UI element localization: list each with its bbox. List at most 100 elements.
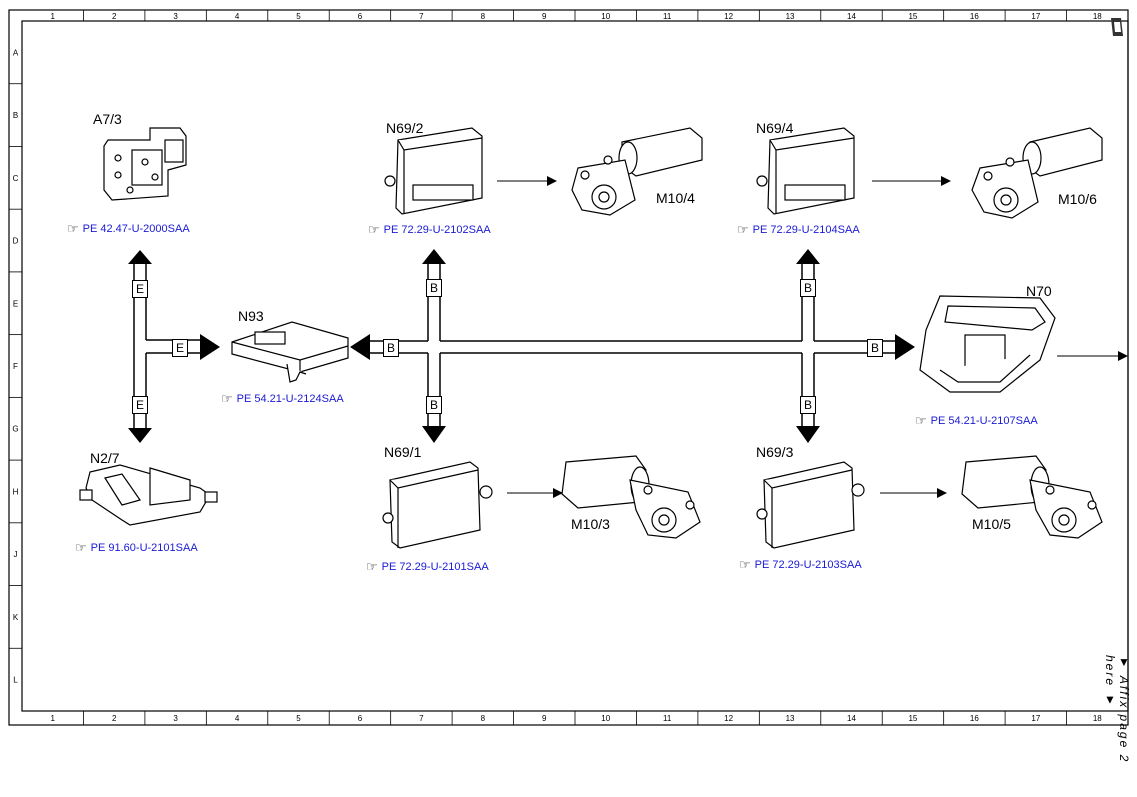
pointing-hand-icon: ☞: [366, 559, 378, 574]
label-n70: N70: [1026, 283, 1052, 299]
row-label: E: [13, 299, 18, 308]
column-label-bottom: 9: [542, 714, 547, 723]
row-label: B: [13, 111, 18, 120]
pointing-hand-icon: ☞: [739, 557, 751, 572]
column-label-bottom: 14: [847, 714, 856, 723]
affix-note: ▼ Affix page 2 here ▼: [1103, 655, 1131, 764]
bus-tag-e-lower: E: [132, 396, 148, 414]
column-label-top: 2: [112, 12, 117, 21]
column-label-bottom: 7: [419, 714, 424, 723]
column-label-bottom: 1: [50, 714, 55, 723]
pointing-hand-icon: ☞: [75, 540, 87, 555]
pointing-hand-icon: ☞: [67, 221, 79, 236]
column-label-bottom: 4: [235, 714, 240, 723]
label-n2-7: N2/7: [90, 450, 120, 466]
row-label: C: [13, 174, 19, 183]
column-label-top: 6: [358, 12, 363, 21]
ref-link-n93[interactable]: ☞ PE 54.21-U-2124SAA: [221, 391, 344, 406]
arrow-up-n69-2: [422, 249, 446, 264]
ref-link-n69-4[interactable]: ☞ PE 72.29-U-2104SAA: [737, 222, 860, 237]
column-label-top: 7: [419, 12, 424, 21]
ref-link-n69-1[interactable]: ☞ PE 72.29-U-2101SAA: [366, 559, 489, 574]
column-label-bottom: 18: [1093, 714, 1102, 723]
column-label-top: 18: [1093, 12, 1102, 21]
n69-2-drawing: [384, 127, 483, 215]
column-label-bottom: 8: [481, 714, 486, 723]
ref-link-n70[interactable]: ☞ PE 54.21-U-2107SAA: [915, 413, 1038, 428]
column-label-top: 11: [663, 12, 672, 21]
column-label-bottom: 13: [786, 714, 795, 723]
column-label-bottom: 6: [358, 714, 363, 723]
m10-5-drawing: [961, 455, 1103, 539]
label-n69-3: N69/3: [756, 444, 794, 460]
row-label: J: [14, 550, 18, 559]
label-m10-5: M10/5: [972, 516, 1011, 532]
label-a7-3: A7/3: [93, 111, 122, 127]
bus-tag-e-right: E: [172, 339, 188, 357]
pointing-hand-icon: ☞: [368, 222, 380, 237]
bus-tag-b-n69-1: B: [426, 396, 442, 414]
arrow-up-a7-3: [128, 250, 152, 264]
column-label-top: 16: [970, 12, 979, 21]
bus-tag-b-n70: B: [867, 339, 883, 357]
bus-tag-b-n69-2: B: [426, 279, 442, 297]
row-label: D: [13, 237, 19, 246]
page-corner-icon[interactable]: [1109, 16, 1125, 38]
n69-4-drawing: [756, 127, 855, 215]
ref-link-n69-3[interactable]: ☞ PE 72.29-U-2103SAA: [739, 557, 862, 572]
column-label-bottom: 11: [663, 714, 672, 723]
column-label-bottom: 10: [601, 714, 610, 723]
column-label-bottom: 5: [296, 714, 301, 723]
m10-4-drawing: [571, 127, 703, 216]
label-n69-4: N69/4: [756, 120, 794, 136]
bus-tag-e-upper: E: [132, 280, 148, 298]
column-label-top: 4: [235, 12, 240, 21]
arrow-up-n69-4: [796, 249, 820, 264]
a7-3-drawing: [103, 127, 187, 201]
ref-link-a7-3[interactable]: ☞ PE 42.47-U-2000SAA: [67, 221, 190, 236]
column-label-top: 13: [786, 12, 795, 21]
arrow-down-n69-1: [422, 426, 446, 443]
column-label-top: 8: [481, 12, 486, 21]
row-label: A: [13, 48, 19, 57]
column-label-bottom: 12: [724, 714, 733, 723]
pointing-hand-icon: ☞: [915, 413, 927, 428]
column-label-top: 9: [542, 12, 547, 21]
label-m10-3: M10/3: [571, 516, 610, 532]
arrow-down-n2-7: [128, 428, 152, 443]
column-label-bottom: 2: [112, 714, 117, 723]
row-label: G: [12, 425, 18, 434]
column-label-top: 12: [724, 12, 733, 21]
column-label-top: 1: [50, 12, 55, 21]
bus-tag-b-n93: B: [383, 339, 399, 357]
ref-link-n69-2[interactable]: ☞ PE 72.29-U-2102SAA: [368, 222, 491, 237]
n2-7-drawing: [79, 464, 218, 526]
bus-tag-b-n69-4: B: [800, 279, 816, 297]
column-label-top: 5: [296, 12, 301, 21]
column-label-top: 14: [847, 12, 856, 21]
label-m10-6: M10/6: [1058, 191, 1097, 207]
row-label: H: [13, 487, 19, 496]
row-label: K: [13, 613, 19, 622]
column-label-top: 17: [1031, 12, 1040, 21]
ref-link-n2-7[interactable]: ☞ PE 91.60-U-2101SAA: [75, 540, 198, 555]
row-label: L: [13, 676, 18, 685]
n93-drawing: [231, 321, 349, 383]
label-n69-1: N69/1: [384, 444, 422, 460]
column-label-bottom: 3: [173, 714, 178, 723]
m10-6-drawing: [971, 127, 1103, 219]
label-n93: N93: [238, 308, 264, 324]
column-label-bottom: 17: [1031, 714, 1040, 723]
pointing-hand-icon: ☞: [737, 222, 749, 237]
n69-3-drawing: [756, 461, 865, 549]
label-m10-4: M10/4: [656, 190, 695, 206]
arrow-right-n70: [895, 334, 915, 360]
row-label: F: [13, 362, 18, 371]
m10-3-drawing: [561, 455, 701, 539]
arrow-right-n93: [200, 334, 220, 360]
label-n69-2: N69/2: [386, 120, 424, 136]
column-label-bottom: 15: [908, 714, 917, 723]
